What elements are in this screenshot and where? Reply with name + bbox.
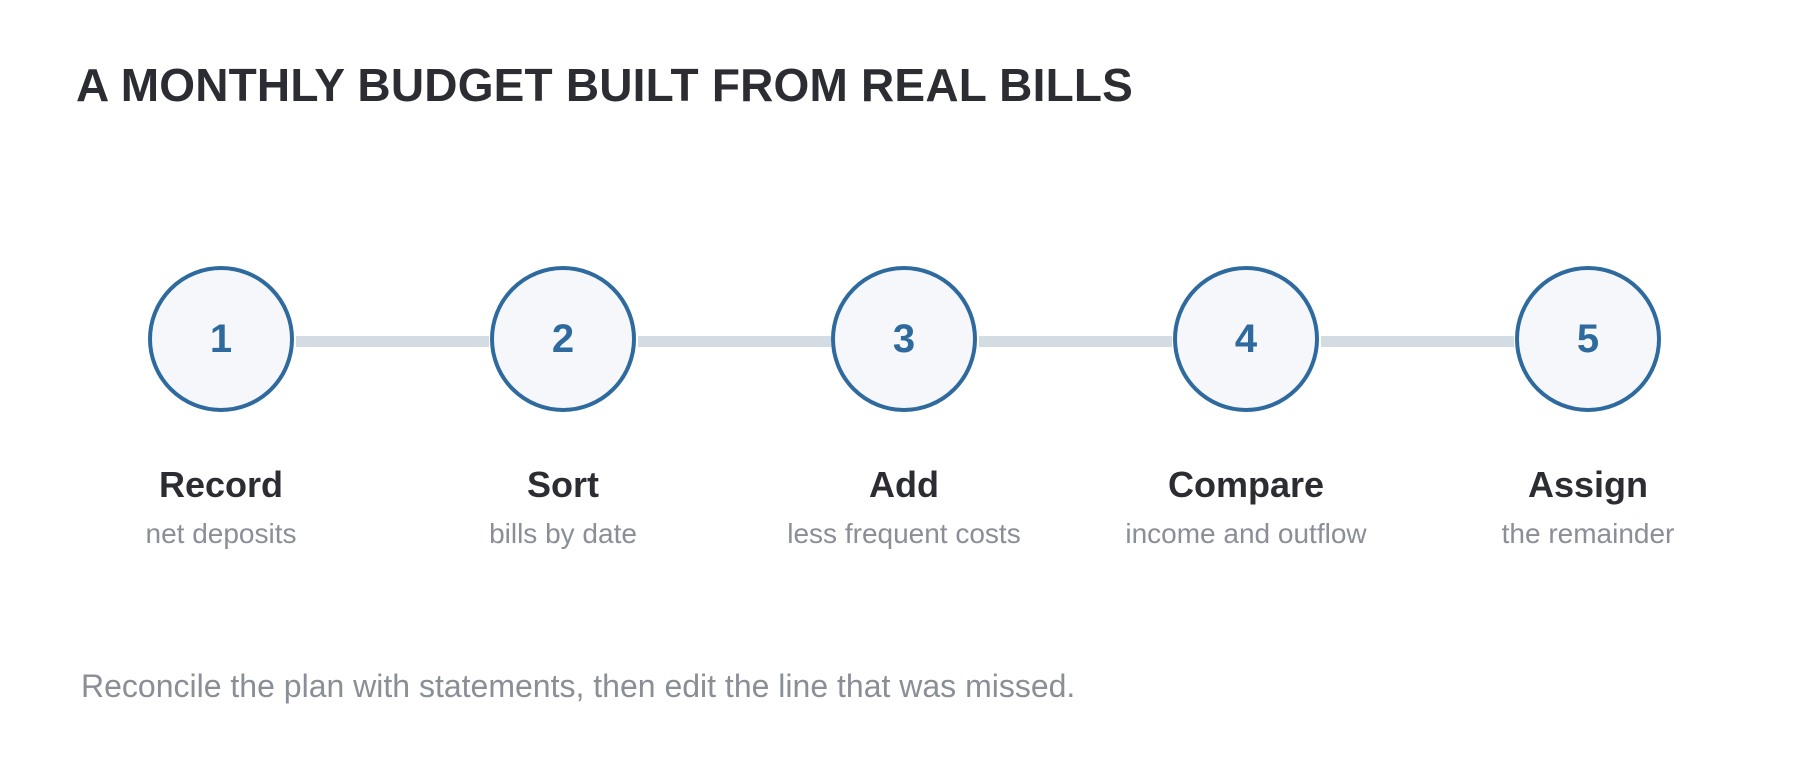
step-circle: 4 bbox=[1173, 266, 1319, 412]
step-title: Assign bbox=[1527, 464, 1649, 505]
step-3: 3 Add less frequent costs bbox=[754, 266, 1054, 550]
connector-4-5 bbox=[1321, 336, 1514, 347]
step-title: Compare bbox=[1167, 464, 1325, 505]
step-circle: 5 bbox=[1515, 266, 1661, 412]
step-subtitle: bills by date bbox=[489, 518, 637, 549]
step-circle: 2 bbox=[490, 266, 636, 412]
step-subtitle: net deposits bbox=[145, 518, 297, 549]
step-circle: 3 bbox=[831, 266, 977, 412]
page-title: A MONTHLY BUDGET BUILT FROM REAL BILLS bbox=[76, 59, 1134, 111]
step-4: 4 Compare income and outflow bbox=[1096, 266, 1396, 550]
step-subtitle: less frequent costs bbox=[787, 518, 1021, 549]
step-circle: 1 bbox=[148, 266, 294, 412]
step-number: 1 bbox=[209, 316, 233, 361]
step-subtitle: the remainder bbox=[1501, 518, 1675, 549]
step-title: Add bbox=[869, 464, 939, 505]
step-title: Record bbox=[158, 464, 284, 505]
step-5: 5 Assign the remainder bbox=[1438, 266, 1738, 550]
step-number: 4 bbox=[1234, 316, 1258, 361]
step-number: 2 bbox=[551, 316, 575, 361]
step-2: 2 Sort bills by date bbox=[413, 266, 713, 550]
step-number: 3 bbox=[892, 316, 916, 361]
step-number: 5 bbox=[1576, 316, 1600, 361]
step-1: 1 Record net deposits bbox=[71, 266, 371, 550]
connector-1-2 bbox=[296, 336, 489, 347]
connector-2-3 bbox=[638, 336, 831, 347]
footer-note: Reconcile the plan with statements, then… bbox=[81, 668, 1076, 704]
step-subtitle: income and outflow bbox=[1125, 518, 1367, 549]
step-title: Sort bbox=[527, 464, 599, 505]
connector-3-4 bbox=[979, 336, 1172, 347]
